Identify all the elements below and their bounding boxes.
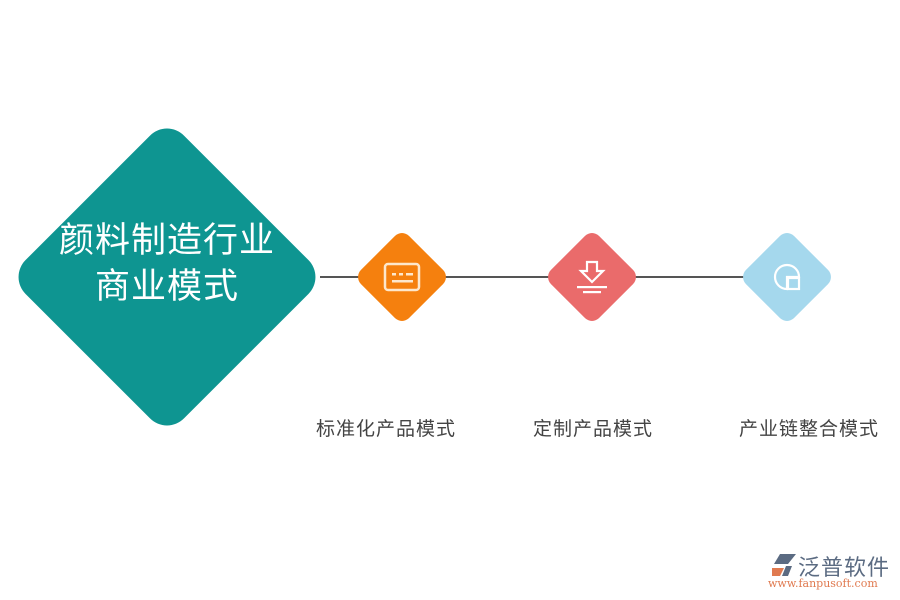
id-card-icon (372, 247, 432, 307)
connector-line-3 (634, 276, 746, 278)
node-label-standardized-product: 标准化产品模式 (316, 418, 457, 440)
download-icon (562, 247, 622, 307)
central-title-line1: 颜料制造行业 (58, 221, 275, 261)
node-label-industry-chain: 产业链整合模式 (739, 418, 880, 440)
connector-line-2 (440, 276, 552, 278)
watermark-url: www.fanpusoft.com (768, 577, 878, 590)
watermark-logo: 泛普软件 www.fanpusoft.com (768, 550, 896, 596)
connector-line-1 (320, 276, 360, 278)
central-title: 颜料制造行业 商业模式 (20, 218, 314, 310)
watermark-name: 泛普软件 (798, 556, 891, 581)
pie-chart-icon (757, 247, 817, 307)
central-title-line2: 商业模式 (94, 267, 239, 307)
fanpu-logo-icon (772, 554, 796, 576)
node-label-custom-product: 定制产品模式 (533, 418, 654, 440)
